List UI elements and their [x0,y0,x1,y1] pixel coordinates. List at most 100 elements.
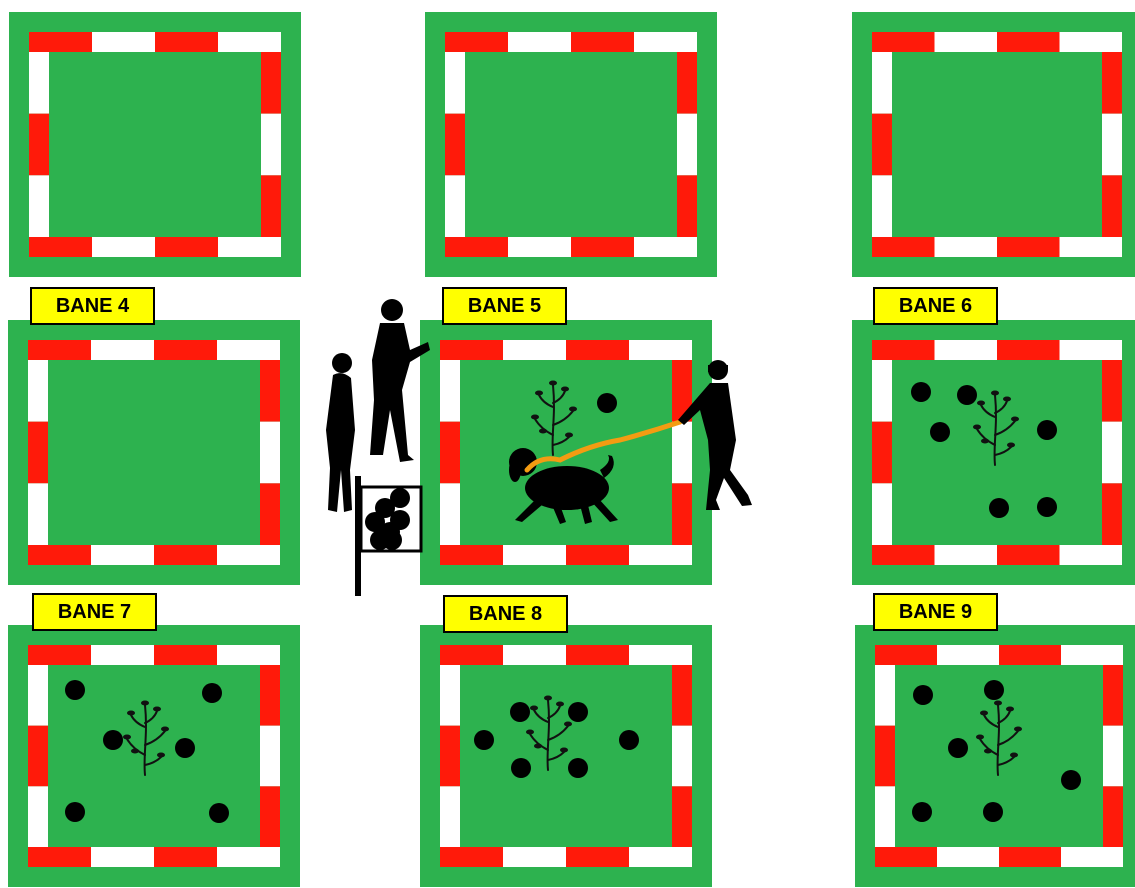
fence-segment [872,360,892,422]
lane-label-9: BANE 9 [873,593,998,631]
fence-segment [261,175,281,237]
tree-leaf [157,753,165,758]
lane-8 [420,625,712,887]
fence-segment [28,360,48,422]
tree-leaf [141,701,149,706]
ball-icon [511,758,531,778]
ball-icon [382,530,402,550]
fence-segment [566,645,629,665]
fence-segment [440,422,460,484]
fence-segment [260,665,280,726]
lane-label-7: BANE 7 [32,593,157,631]
fence-segment [1103,665,1123,726]
ball-icon [175,738,195,758]
tree-leaf [1003,397,1011,402]
ball-icon [474,730,494,750]
fence-segment [155,237,218,257]
fence-segment [872,422,892,484]
fence-segment [872,32,935,52]
lane-5 [420,320,712,585]
lane-label-5: BANE 5 [442,287,567,325]
fence-segment [218,237,281,257]
fence-segment [1061,847,1123,867]
fence-segment [1060,340,1123,360]
lane-1 [9,12,301,277]
ball-icon [1061,770,1081,790]
fence-segment [672,422,692,484]
tree-leaf [531,415,539,420]
ball-icon [209,803,229,823]
fence-segment [1060,545,1123,565]
tree-leaf [981,439,989,444]
fence-segment [872,114,892,176]
fence-segment [29,237,92,257]
lane-2 [425,12,717,277]
body [326,373,355,512]
fence-segment [571,32,634,52]
tree-leaf [131,749,139,754]
fence-segment [634,237,697,257]
fence-segment [1102,422,1122,484]
fence-segment [28,545,91,565]
fence-segment [937,645,999,665]
tree-leaf [526,730,534,735]
fence-segment [999,847,1061,867]
fence-segment [217,545,280,565]
fence-segment [92,32,155,52]
fence-segment [29,32,92,52]
fence-segment [677,175,697,237]
fence-segment [935,340,998,360]
ball-icon [510,702,530,722]
fence-segment [260,786,280,847]
tree-leaf [564,722,572,727]
fence-segment [29,175,49,237]
ball-icon [597,393,617,413]
tree-leaf [994,701,1002,706]
fence-segment [997,237,1060,257]
fence-segment [28,483,48,545]
fence-segment [872,175,892,237]
fence-segment [217,847,280,867]
tree-leaf [1010,753,1018,758]
fence-segment [872,340,935,360]
fence-segment [875,665,895,726]
fence-segment [440,847,503,867]
fence-segment [440,545,503,565]
fence-segment [217,645,280,665]
head [381,299,403,321]
fence-segment [1102,360,1122,422]
fence-segment [503,545,566,565]
fence-segment [997,340,1060,360]
fence-segment [217,340,280,360]
fence-segment [875,786,895,847]
fence-segment [1102,175,1122,237]
fence-segment [508,237,571,257]
lane-9 [855,625,1135,887]
tree-leaf [161,727,169,732]
fence-segment [28,422,48,484]
fence-segment [1103,726,1123,787]
tree-leaf [991,391,999,396]
fence-segment [154,847,217,867]
tree-leaf [1006,707,1014,712]
lane-6 [852,320,1135,585]
fence-segment [872,237,935,257]
fence-segment [997,545,1060,565]
fence-segment [872,52,892,114]
lane-label-4: BANE 4 [30,287,155,325]
fence-segment [218,32,281,52]
fence-segment [672,483,692,545]
fence-segment [672,726,692,787]
tree-leaf [973,425,981,430]
fence-segment [566,340,629,360]
fence-segment [91,340,154,360]
fence-segment [1102,483,1122,545]
fence-segment [440,665,460,726]
ball-icon [911,382,931,402]
fence-segment [629,545,692,565]
fence-segment [677,114,697,176]
fence-segment [445,32,508,52]
fence-segment [91,545,154,565]
person-silhouette-icon [326,353,355,512]
